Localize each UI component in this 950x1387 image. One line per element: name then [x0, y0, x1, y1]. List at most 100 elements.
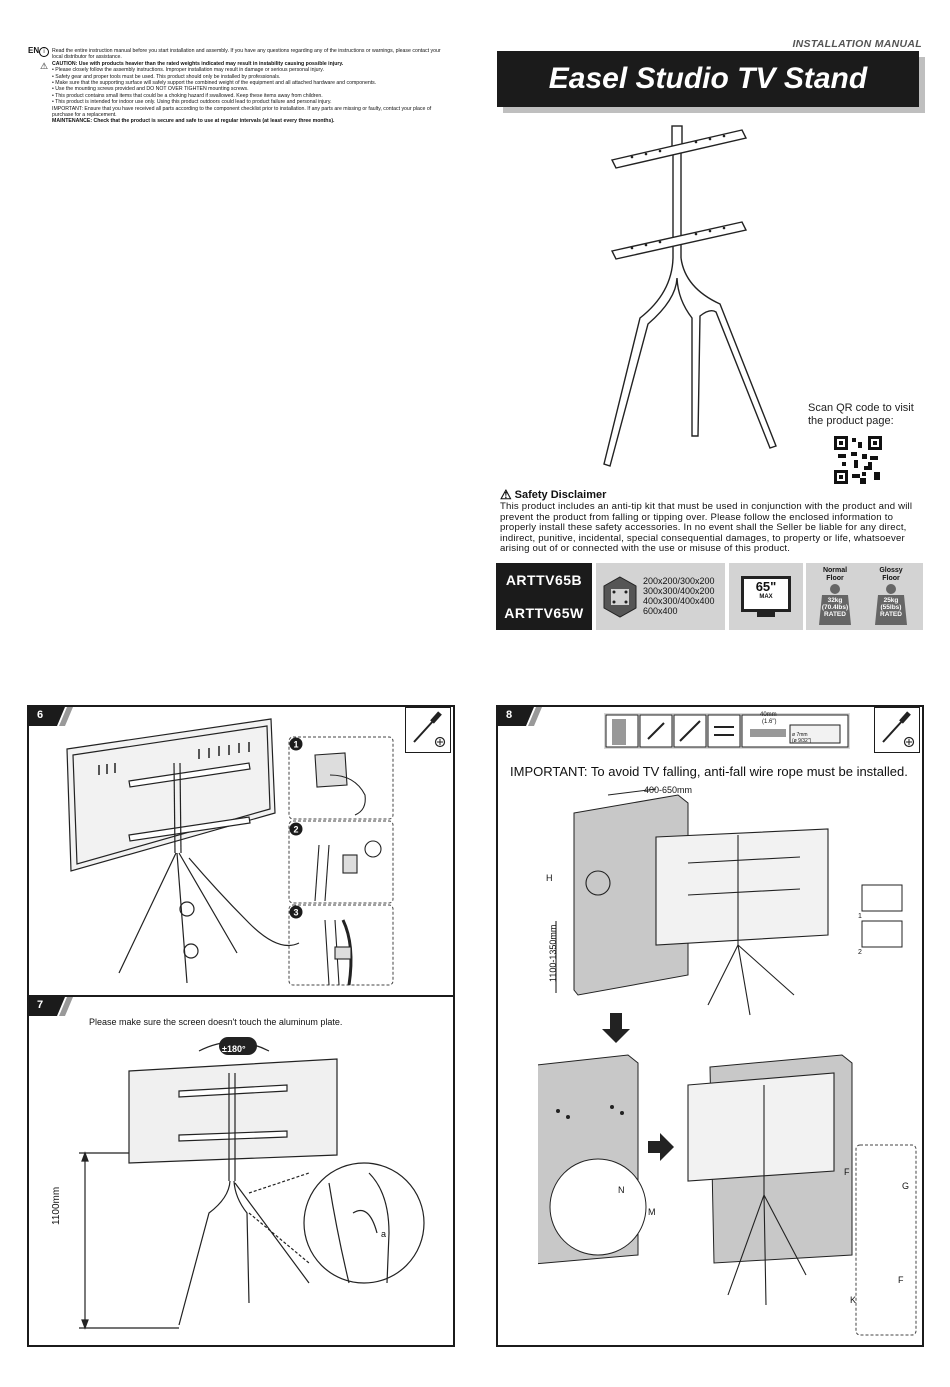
- warning-line: • Make sure that the supporting surface …: [52, 80, 377, 87]
- step-tab: [498, 707, 542, 726]
- qr-caption: Scan QR code to visit the product page:: [808, 402, 914, 427]
- language-code: EN: [28, 46, 40, 55]
- qr-code-icon: [834, 436, 882, 484]
- step-7-note: Please make sure the screen doesn't touc…: [89, 1017, 343, 1027]
- safety-heading: ⚠ Safety Disclaimer: [500, 487, 920, 502]
- drill-diameter: ø 7mm: [792, 732, 808, 738]
- safety-heading-text: Safety Disclaimer: [514, 488, 607, 501]
- label-k: K: [850, 1295, 857, 1305]
- stand-illustration: [603, 125, 777, 467]
- model-badge-black: ARTTV65B: [496, 563, 592, 597]
- step-7-illustration: [79, 1037, 425, 1330]
- read-manual-icon: i: [39, 47, 49, 57]
- sub-step-3-icon: 3: [289, 905, 303, 919]
- vesa-icon: [603, 576, 637, 618]
- vesa-list: 200x200/300x200 300x300/400x200 400x300/…: [643, 576, 715, 616]
- screen-size: 65": [755, 579, 777, 594]
- safety-text: This product includes an anti-tip kit th…: [500, 501, 913, 555]
- weight-lbs: (55lbs): [880, 604, 902, 611]
- tv-stand-icon: [757, 612, 775, 617]
- warning-triangle-icon: ⚠: [40, 61, 49, 71]
- detail-label-a: a: [381, 1229, 387, 1239]
- sub-step-2: 2: [858, 949, 862, 956]
- floor-label-line: Normal: [822, 567, 848, 574]
- height-range-label: 1100-1350mm: [548, 924, 558, 982]
- tv-icon: 65" MAX: [741, 576, 791, 612]
- vesa-spec: 200x200/300x200 300x300/400x200 400x300/…: [596, 563, 725, 630]
- warning-line: • Safety gear and proper tools must be u…: [52, 73, 281, 80]
- step-number: 6: [37, 709, 44, 721]
- floor-label-line: Glossy: [879, 567, 903, 574]
- screwdriver-icon: [413, 711, 446, 748]
- step-tab: [29, 707, 73, 726]
- sub-step-2-icon: 2: [289, 822, 303, 836]
- warning-line: purchase for a replacement.: [52, 112, 117, 119]
- warning-triangle-icon: ⚠: [500, 486, 512, 502]
- sub-step-1-icon: 1: [289, 737, 303, 751]
- vesa-size: 300x300/400x200: [643, 586, 715, 596]
- step-6-detail-steps: [288, 736, 394, 986]
- normal-floor-label: Normal Floor: [808, 567, 862, 582]
- warning-line: Read the entire instruction manual befor…: [52, 48, 441, 54]
- step-number: 8: [506, 709, 513, 721]
- glossy-floor-label: Glossy Floor: [864, 567, 918, 582]
- tool-box: [874, 707, 920, 753]
- vesa-size: 200x200/300x200: [643, 576, 715, 586]
- step-tab: [29, 997, 73, 1016]
- tool-icons: [605, 714, 849, 748]
- rotation-label: ±180°: [222, 1044, 246, 1054]
- model-badge-white: ARTTV65W: [496, 596, 592, 630]
- normal-floor-weight: 32kg (70.4lbs) RATED: [808, 597, 862, 618]
- height-label: 1100mm: [51, 1186, 62, 1225]
- step-7-panel: 7 Please make sure the screen doesn't to…: [27, 995, 455, 1347]
- drill-diameter-in: (ø 9/32"): [792, 738, 812, 744]
- tool-strip: [604, 713, 850, 749]
- screen-max: MAX: [759, 594, 773, 600]
- warning-line: IMPORTANT: Ensure that you have received…: [52, 105, 432, 112]
- label-f: F: [844, 1167, 850, 1177]
- weight-capacity-spec: Normal Floor 32kg (70.4lbs) RATED Glossy…: [806, 563, 923, 630]
- warning-line: MAINTENANCE: Check that the product is s…: [52, 118, 335, 125]
- weight-rated: RATED: [824, 611, 846, 618]
- page-title: Easel Studio TV Stand: [497, 51, 919, 107]
- sub-step-number: 2: [293, 825, 298, 835]
- step-6-illustration: [66, 718, 300, 984]
- tool-box: [405, 707, 451, 753]
- weight-kg: 25kg: [883, 597, 899, 604]
- sub-step-1: 1: [858, 913, 862, 920]
- sub-step-number: 1: [293, 740, 298, 750]
- screen-size-spec: 65" MAX: [729, 563, 803, 630]
- weight-kg: 32kg: [827, 597, 843, 604]
- warning-line: • This product is intended for indoor us…: [52, 99, 332, 106]
- warning-line: • This product contains small items that…: [52, 92, 323, 99]
- manual-label: INSTALLATION MANUAL: [792, 38, 922, 50]
- weight-rated: RATED: [880, 611, 902, 618]
- label-g: G: [902, 1181, 910, 1191]
- warning-line: local distributor for assistance.: [52, 54, 122, 61]
- weight-lbs: (70.4lbs): [821, 604, 849, 611]
- vesa-size: 600x400: [643, 606, 678, 616]
- h-label: H: [546, 873, 553, 883]
- step-8-panel: 8 40mm (1.6") ø 7mm (ø 9/32") IMPORTANT:: [496, 705, 924, 1347]
- floor-label-line: Floor: [882, 574, 900, 582]
- weight-icon: [875, 584, 907, 625]
- label-f: F: [898, 1275, 904, 1285]
- step-number: 7: [37, 999, 44, 1011]
- label-n: N: [618, 1185, 625, 1195]
- weight-icon: [819, 584, 851, 625]
- warning-line: CAUTION: Use with products heavier than …: [52, 60, 344, 67]
- drill-depth: 40mm: [760, 712, 777, 718]
- screwdriver-icon: [882, 711, 915, 748]
- step-6-panel: 6: [27, 705, 455, 997]
- drill-depth-in: (1.6"): [762, 719, 777, 725]
- sub-step-number: 3: [293, 908, 298, 918]
- spacing-label: 400-650mm: [644, 785, 693, 795]
- warning-line: • Use the mounting screws provided and D…: [52, 86, 249, 93]
- important-notice: IMPORTANT: To avoid TV falling, anti-fal…: [510, 764, 908, 779]
- warning-line: • Please closely follow the assembly ins…: [52, 67, 324, 74]
- vesa-size: 400x300/400x400: [643, 596, 715, 606]
- glossy-floor-weight: 25kg (55lbs) RATED: [864, 597, 918, 618]
- step-8-illustration: [538, 788, 917, 1336]
- label-m: M: [648, 1207, 656, 1217]
- warnings-block: EN i ⚠ Read the entire instruction manua…: [28, 46, 458, 125]
